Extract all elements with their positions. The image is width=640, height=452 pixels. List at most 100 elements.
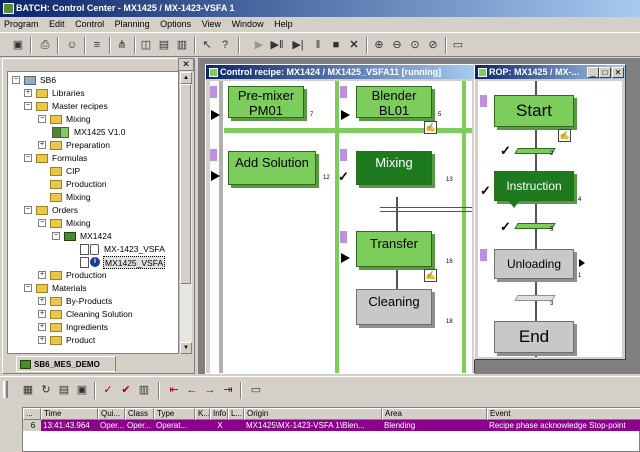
col-header-class[interactable]: Class — [125, 408, 154, 420]
log-filter-icon[interactable]: ▣ — [76, 384, 88, 396]
col-header-k[interactable]: K... — [195, 408, 210, 420]
main-toolbar: ▣ ⎙ ☺ ≡ ⋔ ◫ ▤ ▥ ↖ ? ▶ ▶‖ ▶| ‖ ■ ✕ ⊕ ⊖ ⊙ … — [0, 32, 640, 57]
menu-program[interactable]: Program — [4, 19, 39, 29]
app-title: BATCH: Control Center - MX1425 / MX-1423… — [16, 3, 235, 13]
log-refresh-icon[interactable]: ↻ — [41, 384, 51, 396]
rop-step-end[interactable]: End — [494, 321, 574, 353]
play-pause-icon[interactable]: ▶‖ — [270, 39, 284, 51]
block-cleaning[interactable]: Cleaning — [356, 289, 432, 325]
log-prev-icon[interactable]: ← — [186, 384, 198, 396]
maximize-button[interactable]: □ — [599, 67, 611, 78]
collapse-icon[interactable]: − — [38, 115, 46, 123]
collapse-icon[interactable]: − — [24, 284, 32, 292]
rop-step-start[interactable]: Start — [494, 95, 574, 127]
collapse-icon[interactable]: − — [24, 206, 32, 214]
pause-icon[interactable]: ‖ — [315, 39, 321, 51]
message-log-pane: ▦ ↻ ▤ ▣ ✓ ✔ ▥ ⇤ ← → ⇥ ▭ — [0, 376, 640, 452]
rop-step-instruction[interactable]: Instruction — [494, 171, 574, 201]
properties-icon[interactable]: ▣ — [12, 39, 24, 51]
col-header-quit[interactable]: Qui... — [98, 408, 125, 420]
menu-options[interactable]: Options — [160, 19, 192, 29]
open-folder-icon[interactable]: ▭ — [452, 39, 464, 51]
block-mixing[interactable]: Mixing — [356, 151, 432, 185]
col-header-area[interactable]: Area — [382, 408, 487, 420]
collapse-icon[interactable]: − — [24, 154, 32, 162]
signature-icon[interactable]: ✍ — [424, 121, 437, 134]
col-header-event[interactable]: Event — [487, 408, 640, 420]
whatsthis-icon[interactable]: ↖ — [202, 39, 212, 51]
log-list-icon[interactable]: ▦ — [22, 384, 34, 396]
log-settings-icon[interactable]: ▥ — [138, 384, 150, 396]
log-last-icon[interactable]: ⇥ — [223, 384, 233, 396]
collapse-icon[interactable]: − — [38, 219, 46, 227]
scroll-down-icon[interactable]: ▼ — [180, 342, 192, 354]
expand-icon[interactable]: + — [38, 323, 46, 331]
block-blender[interactable]: Blender BL01 — [356, 86, 432, 118]
expand-icon[interactable]: + — [38, 336, 46, 344]
stop-icon[interactable]: ■ — [332, 39, 340, 51]
log-row[interactable]: 6 13:41:43.964 Oper... Oper... Operat...… — [23, 420, 640, 431]
expand-icon[interactable]: + — [24, 89, 32, 97]
signature-icon[interactable]: ✍ — [424, 269, 437, 282]
step-icon[interactable]: ▶| — [292, 39, 304, 51]
help-icon[interactable]: ? — [221, 39, 229, 51]
expand-icon[interactable]: + — [38, 271, 46, 279]
block-premixer[interactable]: Pre-mixer PM01 — [228, 86, 304, 118]
menu-view[interactable]: View — [201, 19, 222, 29]
print-icon[interactable]: ⎙ — [40, 39, 50, 51]
col-header-l[interactable]: L... — [228, 408, 244, 420]
collapse-icon[interactable]: − — [12, 76, 20, 84]
recipe-canvas: Pre-mixer PM01 7 Blender BL01 5 ✍ Add So… — [210, 81, 472, 373]
tile-vertical-icon[interactable]: ▥ — [176, 39, 188, 51]
collapse-icon[interactable]: − — [52, 232, 60, 240]
rop-step-unloading[interactable]: Unloading — [494, 249, 574, 279]
menu-control[interactable]: Control — [75, 19, 105, 29]
acknowledge-all-icon[interactable]: ✔ — [121, 384, 131, 396]
menu-help[interactable]: Help — [274, 19, 293, 29]
minimize-button[interactable]: _ — [587, 67, 599, 78]
tab-sb6-mes-demo[interactable]: SB6_MES_DEMO — [16, 356, 116, 372]
folder-open-icon — [36, 206, 48, 215]
play-icon[interactable]: ▶ — [254, 39, 264, 51]
collapse-icon[interactable]: − — [24, 102, 32, 110]
close-button[interactable]: ✕ — [612, 67, 624, 78]
abort-icon[interactable]: ✕ — [349, 39, 359, 51]
step-pointer-icon — [579, 259, 585, 267]
cascade-icon[interactable]: ◫ — [140, 39, 152, 51]
col-header-index[interactable]: ... — [23, 408, 41, 420]
zoom-in-icon[interactable]: ⊕ — [374, 39, 384, 51]
database-icon — [24, 76, 36, 85]
col-header-type[interactable]: Type — [154, 408, 195, 420]
phase-marker — [480, 95, 487, 107]
folder-icon — [50, 323, 62, 332]
user-icon[interactable]: ☺ — [66, 39, 78, 51]
align-icon[interactable]: ≡ — [93, 39, 101, 51]
block-add-solution[interactable]: Add Solution — [228, 151, 316, 185]
col-header-time[interactable]: Time — [41, 408, 98, 420]
tree-scroll-thumb[interactable] — [180, 84, 191, 284]
expand-icon[interactable]: + — [38, 141, 46, 149]
close-pane-button[interactable]: ✕ — [178, 58, 194, 71]
menu-window[interactable]: Window — [231, 19, 264, 29]
block-transfer[interactable]: Transfer — [356, 231, 432, 267]
expand-icon[interactable]: + — [38, 297, 46, 305]
zoom-out-icon[interactable]: ⊖ — [392, 39, 402, 51]
tree-icon[interactable]: ⋔ — [117, 39, 127, 51]
acknowledge-icon[interactable]: ✓ — [103, 384, 113, 396]
log-first-icon[interactable]: ⇤ — [169, 384, 179, 396]
col-header-origin[interactable]: Origin — [244, 408, 382, 420]
zoom-fit-icon[interactable]: ⊙ — [410, 39, 420, 51]
col-header-info[interactable]: Info — [210, 408, 228, 420]
menu-planning[interactable]: Planning — [114, 19, 150, 29]
scroll-up-icon[interactable]: ▲ — [180, 72, 192, 84]
signature-icon[interactable]: ✍ — [558, 129, 571, 142]
log-export-icon[interactable]: ▭ — [250, 384, 262, 396]
zoom-reset-icon[interactable]: ⊘ — [428, 39, 438, 51]
menu-edit[interactable]: Edit — [49, 19, 65, 29]
log-grid-icon[interactable]: ▤ — [58, 384, 70, 396]
rop-window-icon — [478, 68, 487, 77]
log-next-icon[interactable]: → — [204, 384, 216, 396]
tile-horizontal-icon[interactable]: ▤ — [158, 39, 170, 51]
phase-pointer-icon — [211, 110, 220, 120]
expand-icon[interactable]: + — [38, 310, 46, 318]
